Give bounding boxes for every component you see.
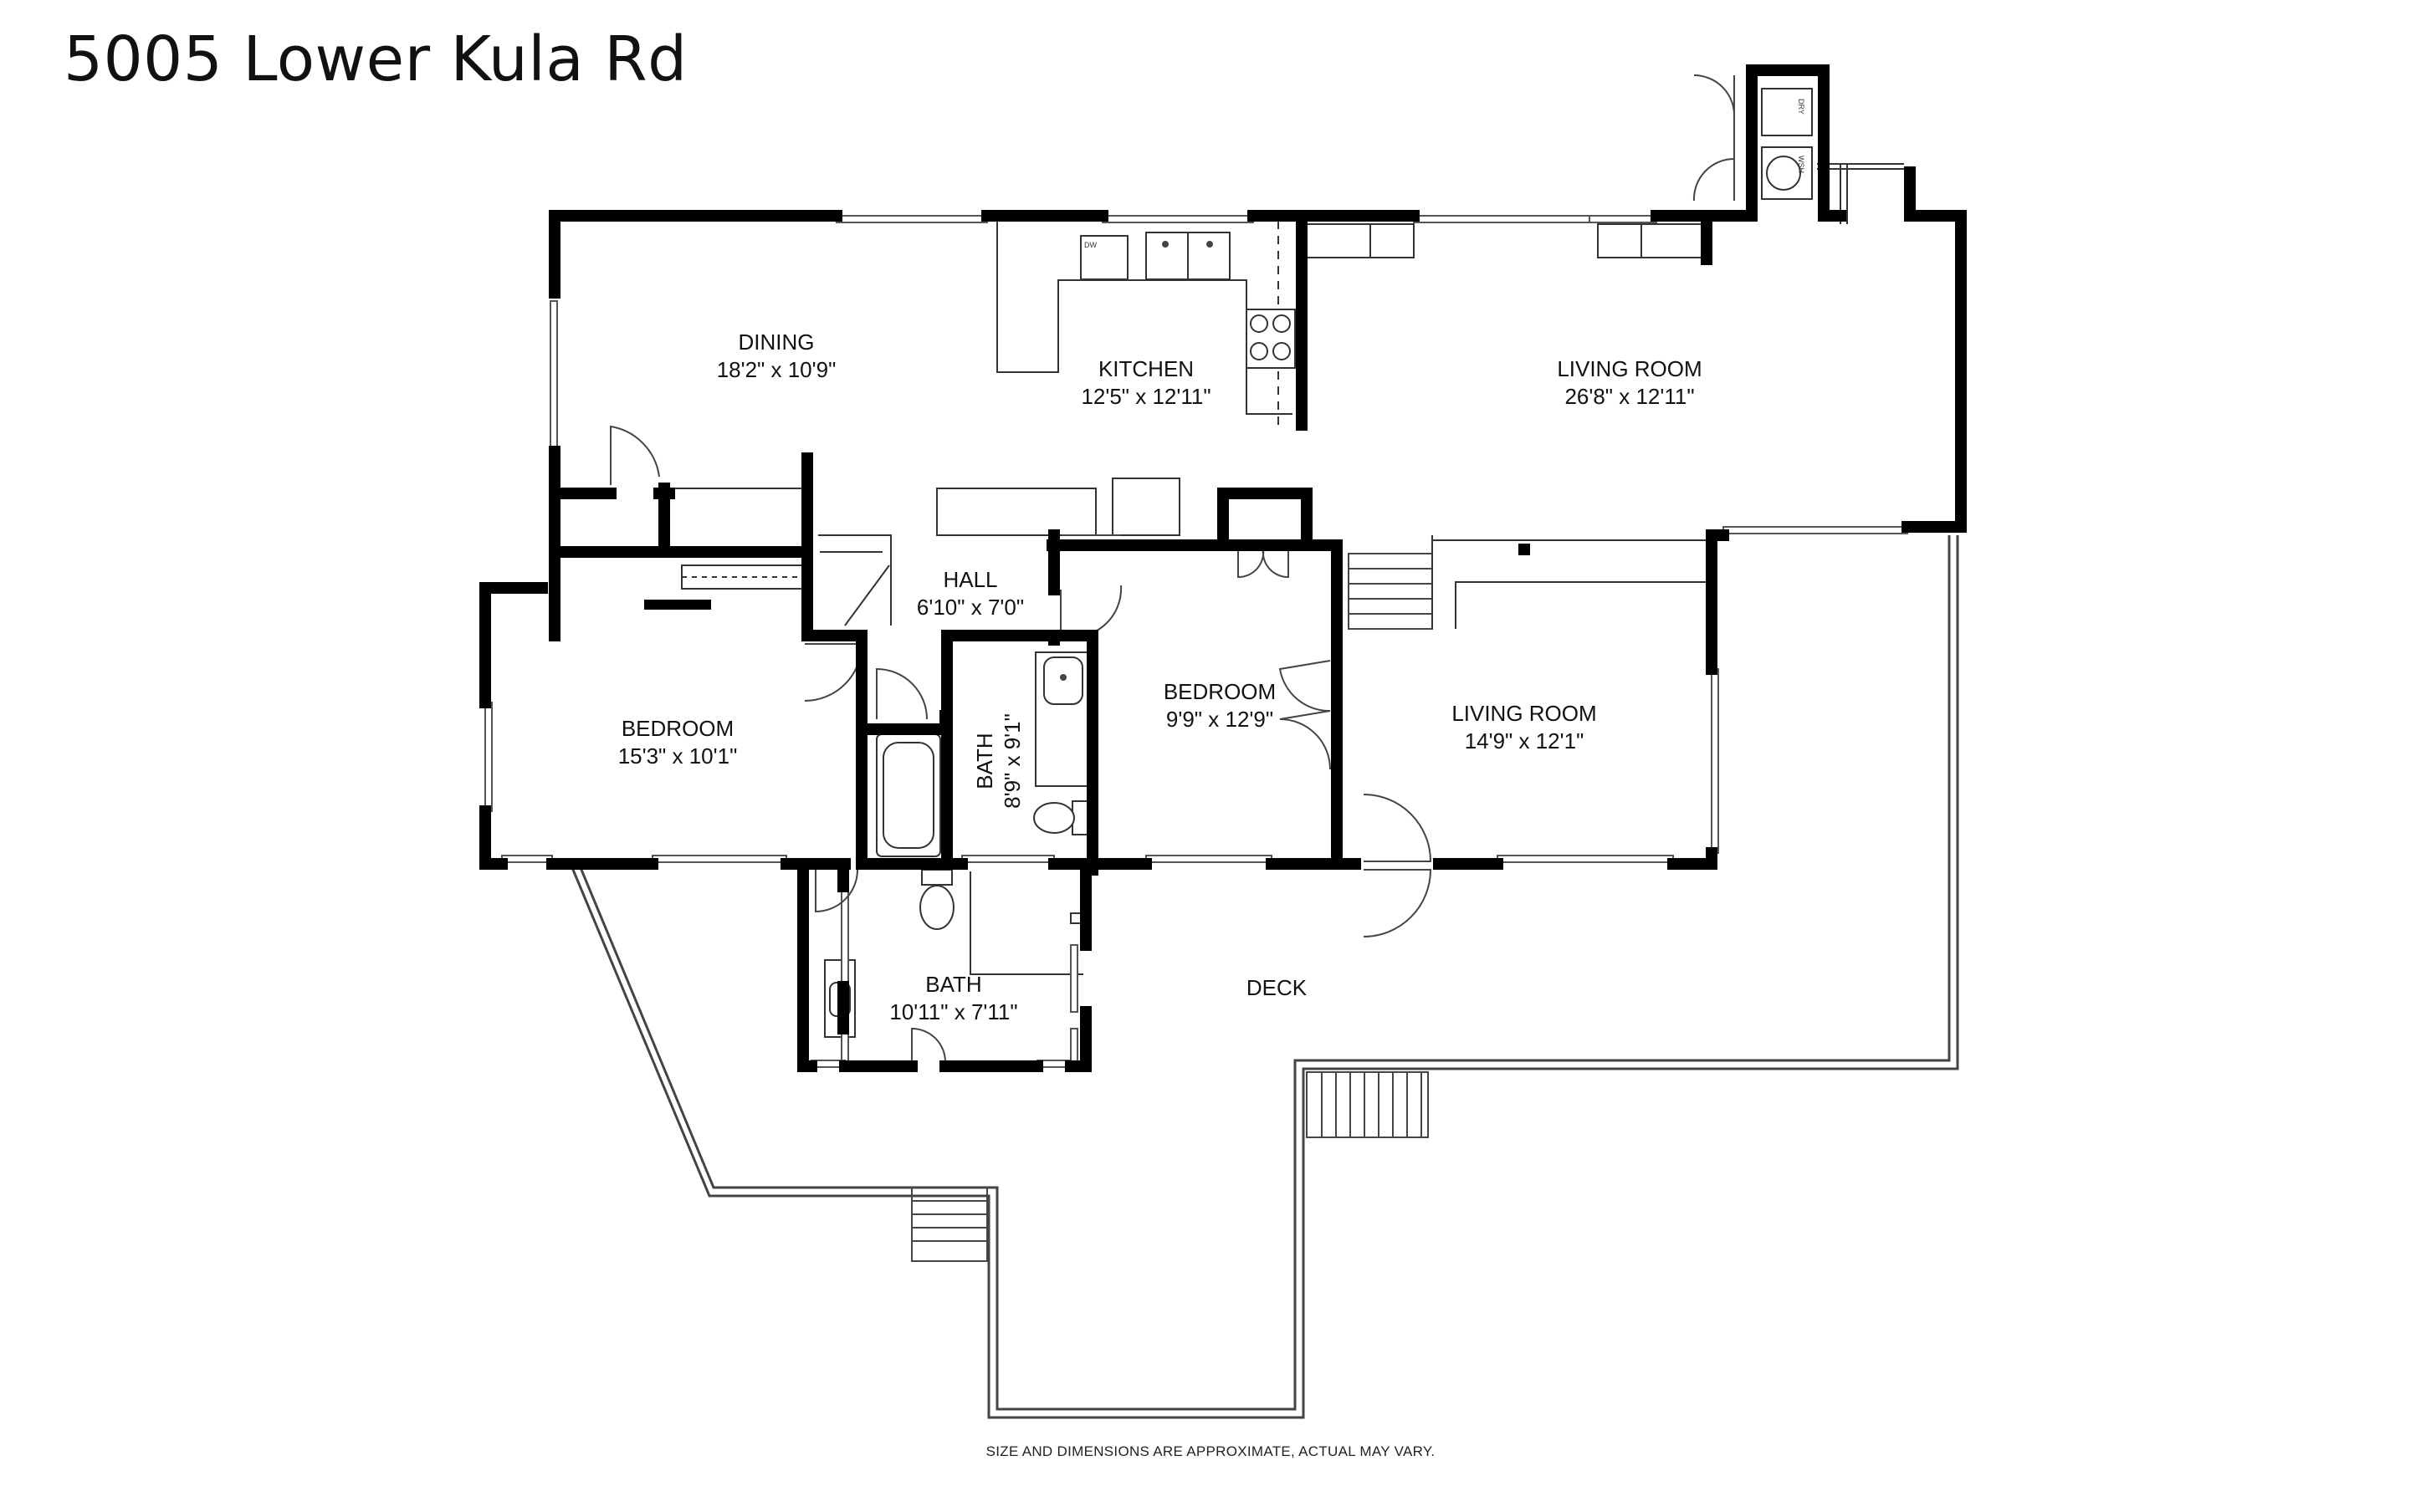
room-name-bath-1: BATH	[972, 733, 997, 789]
room-size-bedroom-2: 9'9" x 12'9"	[1166, 707, 1273, 732]
room-size-hall: 6'10" x 7'0"	[917, 595, 1024, 620]
windows	[484, 215, 1908, 1068]
bathtub	[876, 733, 941, 857]
deck-label: DECK	[1246, 975, 1308, 1000]
floor-plan-title: 5005 Lower Kula Rd	[64, 23, 688, 95]
room-labels: DINING 18'2" x 10'9" KITCHEN 12'5" x 12'…	[618, 329, 1702, 1024]
deck-stairs-left	[911, 1187, 988, 1262]
bath-vanity	[1035, 651, 1088, 787]
room-size-bedroom-1: 15'3" x 10'1"	[618, 743, 738, 769]
room-name-living-room-1: LIVING ROOM	[1557, 356, 1702, 381]
entry-stairs	[1348, 535, 1707, 630]
living-room-cabinets	[1304, 223, 1707, 258]
hall-cabinets	[669, 478, 1180, 590]
room-name-kitchen: KITCHEN	[1098, 356, 1194, 381]
bath-2-fixtures	[824, 869, 1083, 1038]
room-size-bath-2: 10'11" x 7'11"	[889, 999, 1017, 1024]
washer-label: WSH	[1797, 156, 1805, 173]
walls	[479, 64, 1967, 1072]
hall-closet-stair	[818, 534, 892, 626]
room-size-bath-1: 8'9" x 9'1"	[1000, 713, 1025, 809]
room-size-living-room-1: 26'8" x 12'11"	[1564, 384, 1694, 409]
deck-stairs-right	[1306, 1071, 1429, 1138]
laundry: DRY WSH	[1761, 88, 1904, 224]
deck-outline	[567, 535, 1959, 1419]
room-name-bath-2: BATH	[925, 972, 981, 997]
dryer-label: DRY	[1797, 99, 1805, 115]
room-name-bedroom-1: BEDROOM	[622, 716, 734, 741]
room-name-hall: HALL	[943, 567, 997, 592]
kitchen-sink	[1145, 232, 1231, 280]
dishwasher: DW	[1080, 235, 1129, 280]
room-size-kitchen: 12'5" x 12'11"	[1081, 384, 1210, 409]
room-size-living-room-2: 14'9" x 12'1"	[1465, 728, 1584, 753]
dishwasher-label: DW	[1084, 241, 1097, 249]
room-name-living-room-2: LIVING ROOM	[1451, 701, 1596, 726]
room-name-bedroom-2: BEDROOM	[1164, 679, 1276, 704]
disclaimer-text: SIZE AND DIMENSIONS ARE APPROXIMATE, ACT…	[985, 1443, 1436, 1459]
stove-icon	[1246, 309, 1296, 369]
toilet-icon	[1033, 800, 1088, 835]
room-size-dining: 18'2" x 10'9"	[717, 357, 837, 382]
room-name-dining: DINING	[739, 329, 815, 355]
